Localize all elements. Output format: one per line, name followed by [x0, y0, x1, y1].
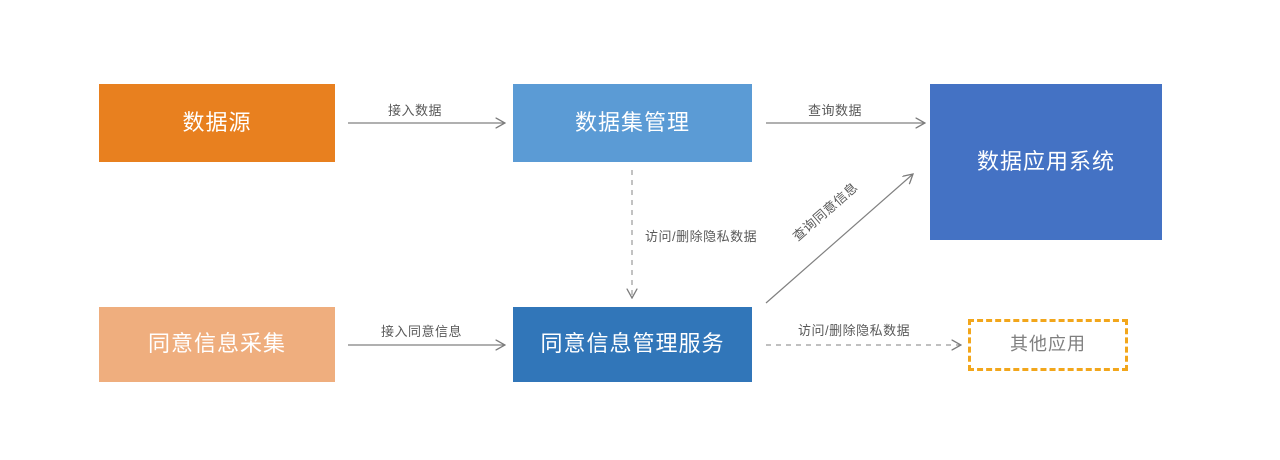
node-consent-collection[interactable]: 同意信息采集: [99, 307, 335, 382]
node-data-source[interactable]: 数据源: [99, 84, 335, 162]
node-data-application-system-label: 数据应用系统: [976, 148, 1115, 174]
edge-label-ingest-data: 接入数据: [388, 103, 443, 118]
node-dataset-management[interactable]: 数据集管理: [513, 84, 752, 162]
edge-label-access-other-app: 访问/删除隐私数据: [798, 323, 911, 338]
node-data-application-system[interactable]: 数据应用系统: [930, 84, 1162, 240]
node-other-application-label: 其他应用: [1010, 334, 1086, 355]
node-consent-management-service-label: 同意信息管理服务: [540, 331, 725, 357]
edge-label-query-consent-info: 查询同意信息: [789, 179, 861, 244]
node-other-application[interactable]: 其他应用: [968, 319, 1128, 371]
edge-label-query-data: 查询数据: [808, 103, 863, 118]
node-consent-collection-label: 同意信息采集: [147, 331, 286, 357]
edge-label-ingest-consent-info: 接入同意信息: [381, 324, 463, 339]
edge-label-access-private-data: 访问/删除隐私数据: [645, 229, 758, 244]
node-data-source-label: 数据源: [182, 109, 252, 135]
node-dataset-management-label: 数据集管理: [574, 109, 690, 135]
node-consent-management-service[interactable]: 同意信息管理服务: [513, 307, 752, 382]
